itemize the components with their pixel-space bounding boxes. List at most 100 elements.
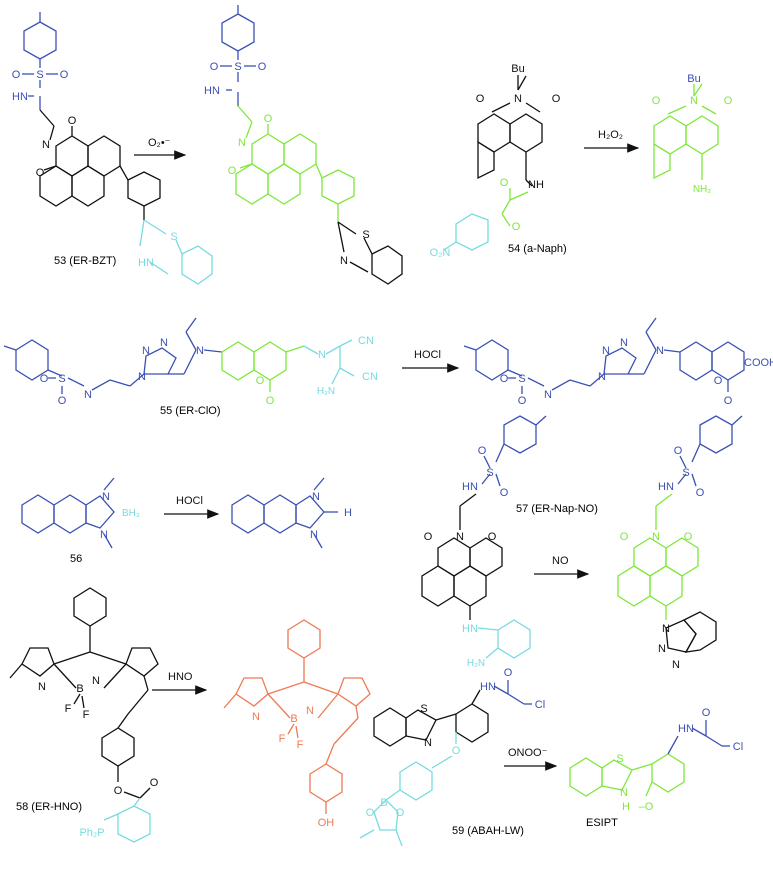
naphthalimide-core-53 (39, 109, 161, 220)
atom-n: N (598, 371, 606, 383)
atom-bu: Bu (687, 73, 700, 85)
atom-o: O (552, 93, 561, 105)
atom-n: N (142, 345, 150, 357)
chloroacetamide-59-product (667, 720, 730, 755)
bodipy-phenol-58-product (223, 619, 371, 814)
atom-o: O (724, 395, 733, 407)
atom-n: N (514, 93, 522, 105)
atom-n: N (238, 137, 246, 149)
product-58: N B N F F OH (223, 619, 371, 829)
atom-ph2p: Ph₂P (79, 827, 104, 839)
atom-hn: HN (658, 481, 674, 493)
atom-n: N (38, 681, 46, 693)
atom-o: O (724, 95, 733, 107)
atom-o: O (488, 531, 497, 543)
atom-n: N (544, 389, 552, 401)
naphthalimide-core-54 (477, 75, 543, 187)
atom-o: O (228, 165, 237, 177)
atom-o: O (58, 395, 67, 407)
atom-n: N (252, 711, 260, 723)
atom-f: F (297, 739, 304, 751)
atom-o: O (504, 667, 513, 679)
atom-hn: HN (462, 623, 478, 635)
atom-n: N (652, 531, 660, 543)
atom-n: N (602, 345, 610, 357)
atom-o: O (696, 487, 705, 499)
atom-o: O (266, 395, 275, 407)
atom-hn: HN (678, 723, 694, 735)
atom-o: O (652, 95, 661, 107)
atom-cl: Cl (733, 741, 743, 753)
product-59: S N H –O HN O Cl ESIPT (569, 707, 743, 829)
atom-s: S (518, 373, 525, 385)
benzotriazole-57-product (665, 611, 717, 653)
oxoamide-linker-54 (501, 188, 529, 227)
naphthimidazolium-56 (21, 477, 115, 549)
atom-n: N (310, 529, 318, 541)
atom-n: N (196, 345, 204, 357)
compound-55: S O O N N N N N O O N CN CN H₂N 55 (ER-C… (3, 317, 378, 417)
atom-n: N (456, 531, 464, 543)
atom-bh3: BH₃ (122, 508, 140, 519)
aminonaphthalimide-54-product (653, 83, 719, 180)
atom-o: O (256, 375, 265, 387)
atom-o: O (500, 487, 509, 499)
product-57: S O O HN N O O N N N (617, 415, 743, 671)
atom-n: N (100, 529, 108, 541)
tosyl-group-57 (481, 415, 547, 487)
reagent-peroxynitrite: ONOO⁻ (508, 747, 548, 759)
atom-hn: HN (138, 257, 154, 269)
naphthalimide-core-57-product (617, 493, 699, 620)
atom-o: O (478, 445, 487, 457)
compound-57: S O O HN N O O HN H₂N 57 (ER-Nap-NO) (421, 415, 598, 669)
atom-n: N (620, 337, 628, 349)
bodipy-core-58 (9, 587, 159, 715)
styrylphenyl-58 (101, 713, 151, 799)
product-55: S O O N N N N N O O COOH (463, 317, 773, 407)
atom-hn: HN (462, 481, 478, 493)
tosyl-triazole-coumarin-55-product (463, 317, 745, 394)
compound-59: S N HN O Cl O B O O 59 (ABAH-LW) (359, 667, 545, 847)
label-55: 55 (ER-ClO) (160, 405, 221, 417)
atom-cn: CN (358, 335, 374, 347)
atom-n: N (102, 491, 110, 503)
atom-n: N (690, 95, 698, 107)
tosyl-group-53-product (220, 5, 256, 106)
atom-o: O (512, 221, 521, 233)
product-56: N N H (231, 477, 352, 549)
reagent-superoxide: O₂•⁻ (148, 137, 171, 149)
phenylenediamine-57 (477, 619, 531, 659)
naphthimidazolium-56-product (231, 477, 338, 549)
label-59: 59 (ABAH-LW) (452, 825, 524, 837)
tosyl-group-53 (22, 12, 58, 110)
atom-n: N (138, 371, 146, 383)
atom-h: H (622, 801, 630, 813)
atom-o: O (500, 373, 509, 385)
atom-f: F (65, 703, 72, 715)
atom-s: S (420, 703, 427, 715)
phosphinobenzoate-58 (103, 797, 151, 843)
atom-o: O (210, 61, 219, 73)
atom-h2n: H₂N (317, 386, 335, 397)
atom-o: O (684, 531, 693, 543)
atom-o: O (702, 707, 711, 719)
atom-o-minus: –O (639, 801, 654, 813)
atom-o: O (12, 69, 21, 81)
atom-o: O (452, 745, 461, 757)
atom-n: N (672, 659, 680, 671)
atom-nh: NH (528, 179, 544, 191)
atom-o: O (114, 785, 123, 797)
atom-o: O (40, 373, 49, 385)
atom-n: N (160, 337, 168, 349)
atom-n: N (424, 737, 432, 749)
atom-o: O (68, 115, 77, 127)
atom-h: H (344, 507, 352, 519)
atom-o: O (518, 395, 527, 407)
benzothiazole-group-53-product (337, 221, 403, 285)
atom-n: N (656, 345, 664, 357)
atom-cn: CN (362, 371, 378, 383)
atom-n: N (84, 389, 92, 401)
atom-hn: HN (12, 91, 28, 103)
